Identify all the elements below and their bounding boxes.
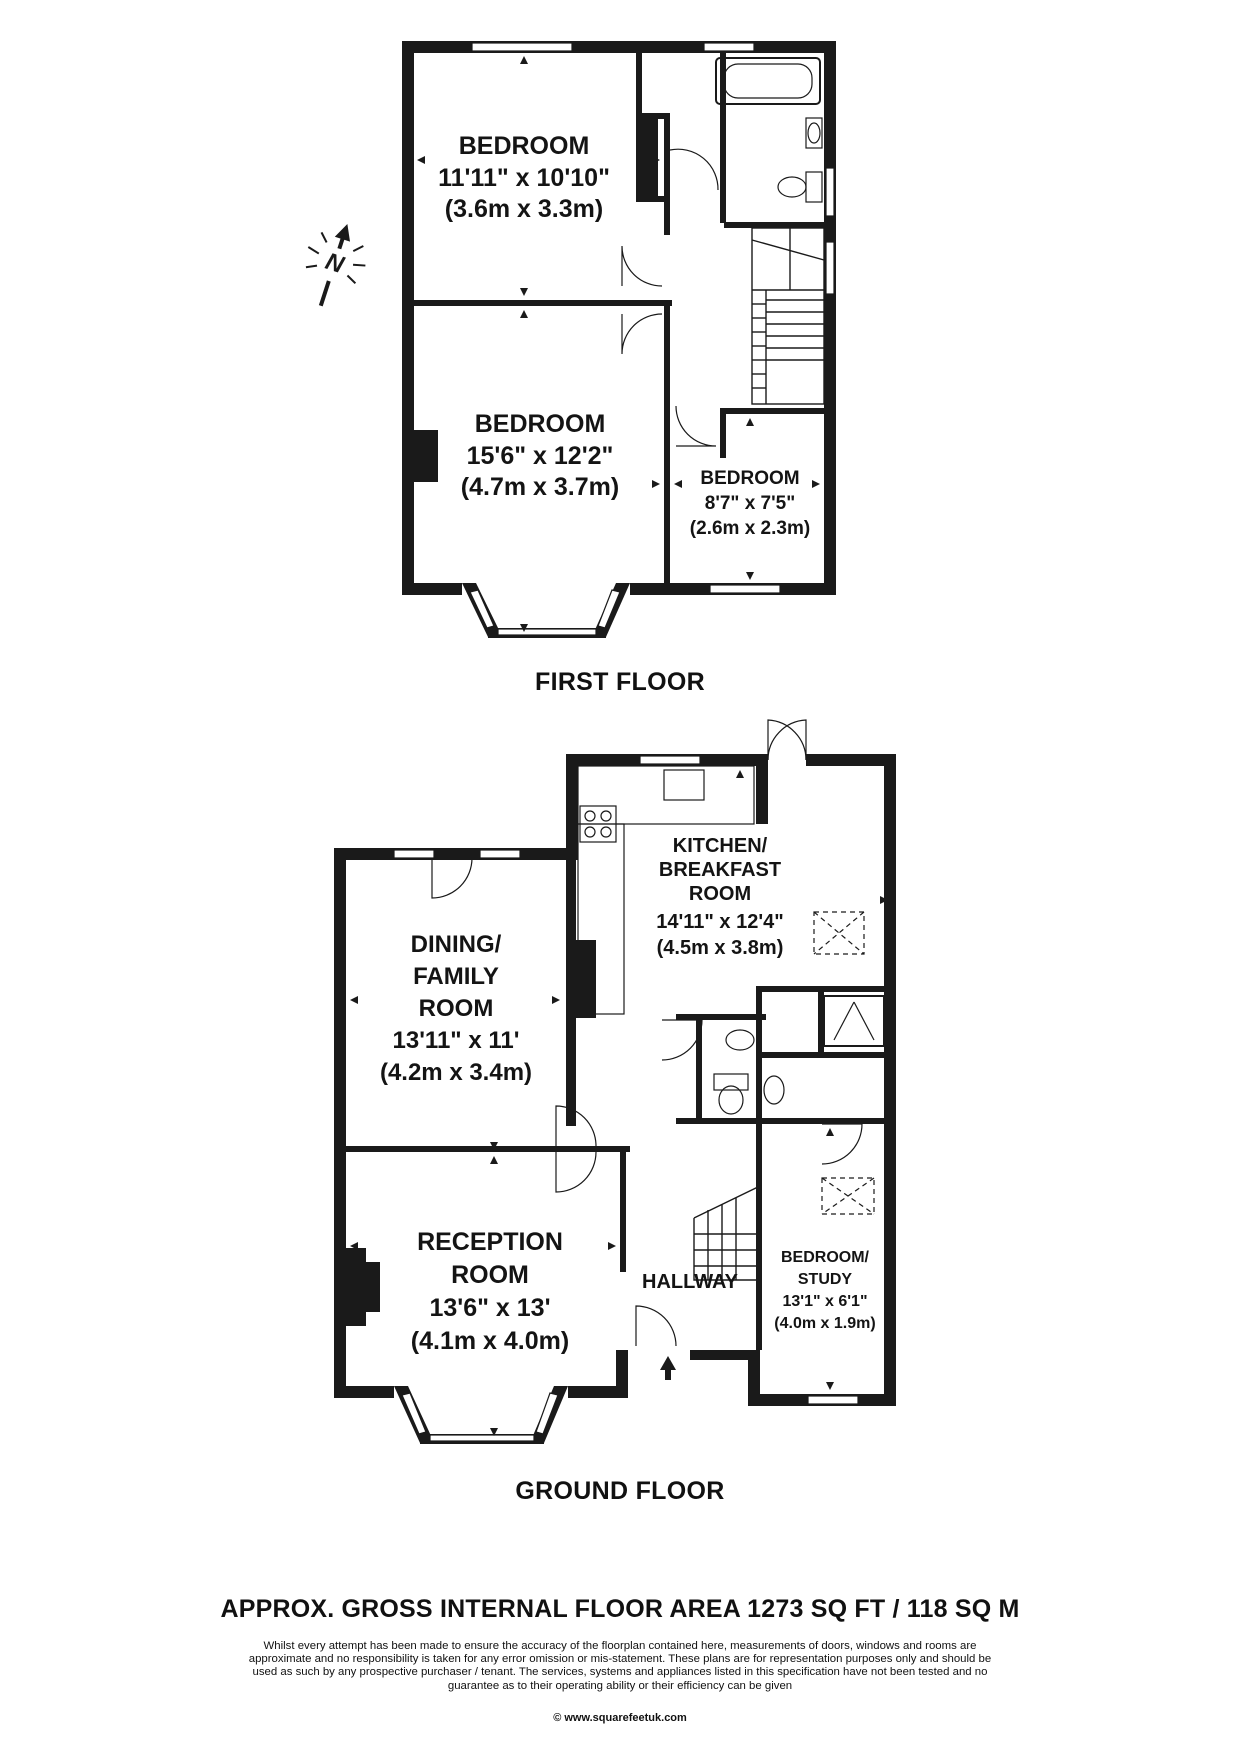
room-metric-bedroom-3: (2.6m x 2.3m) xyxy=(690,518,810,539)
disclaimer-text: Whilst every attempt has been made to en… xyxy=(248,1640,992,1692)
copyright-link[interactable]: © www.squarefeetuk.com xyxy=(553,1712,687,1724)
room-size-reception: 13'6" x 13' xyxy=(429,1294,550,1322)
room-line-kitchen-2: BREAKFAST xyxy=(659,859,781,881)
room-metric-kitchen: (4.5m x 3.8m) xyxy=(657,937,784,959)
room-line-reception-1: RECEPTION xyxy=(417,1228,563,1256)
room-size-bedroom-3: 8'7" x 7'5" xyxy=(705,493,795,514)
first-floor-plan: BEDROOM 11'11" x 10'10" (3.6m x 3.3m) BE… xyxy=(402,41,836,638)
ground-floor-label: GROUND FLOOR xyxy=(515,1477,725,1505)
room-line-kitchen-1: KITCHEN/ xyxy=(673,835,768,857)
room-line-hallway: HALLWAY xyxy=(642,1271,739,1293)
room-name-bedroom-3: BEDROOM xyxy=(700,468,799,489)
ground-floor-plan: KITCHEN/ BREAKFAST ROOM 14'11" x 12'4" (… xyxy=(334,719,896,1444)
room-size-dining: 13'11" x 11' xyxy=(393,1027,520,1054)
room-line-kitchen-3: ROOM xyxy=(689,883,751,905)
room-metric-study: (4.0m x 1.9m) xyxy=(774,1315,875,1332)
floor-area-summary: APPROX. GROSS INTERNAL FLOOR AREA 1273 S… xyxy=(220,1595,1020,1623)
room-line-study-1: BEDROOM/ xyxy=(781,1249,870,1266)
room-size-study: 13'1" x 6'1" xyxy=(782,1293,867,1310)
north-arrow-icon: N xyxy=(305,223,366,307)
room-line-dining-1: DINING/ xyxy=(411,931,502,958)
room-line-dining-3: ROOM xyxy=(419,995,494,1022)
room-name-bedroom-2: BEDROOM xyxy=(475,410,606,438)
room-line-dining-2: FAMILY xyxy=(413,963,499,990)
room-line-reception-2: ROOM xyxy=(451,1261,529,1289)
room-size-kitchen: 14'11" x 12'4" xyxy=(656,911,783,933)
room-metric-reception: (4.1m x 4.0m) xyxy=(411,1327,569,1355)
room-size-bedroom-1: 11'11" x 10'10" xyxy=(438,164,610,192)
compass-label: N xyxy=(322,248,347,279)
room-line-study-2: STUDY xyxy=(798,1271,853,1288)
room-metric-bedroom-2: (4.7m x 3.7m) xyxy=(461,473,619,501)
first-floor-label: FIRST FLOOR xyxy=(535,668,705,696)
room-size-bedroom-2: 15'6" x 12'2" xyxy=(467,442,614,470)
room-name-bedroom-1: BEDROOM xyxy=(459,132,590,160)
room-metric-bedroom-1: (3.6m x 3.3m) xyxy=(445,195,603,223)
room-metric-dining: (4.2m x 3.4m) xyxy=(380,1059,532,1086)
